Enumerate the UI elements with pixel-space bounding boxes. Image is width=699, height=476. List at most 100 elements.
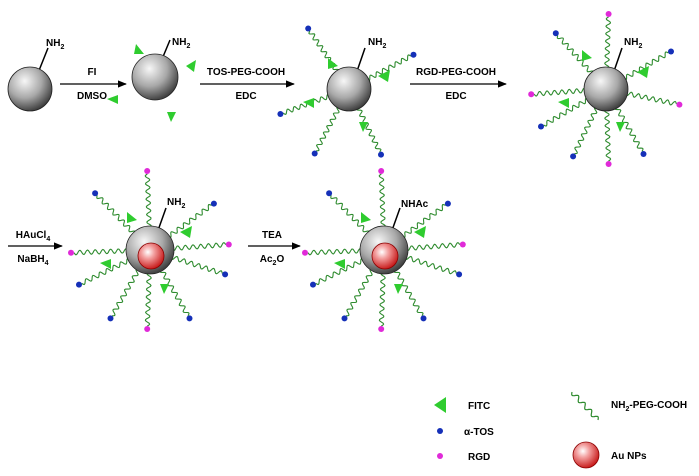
particle-tos-peg: NH2 <box>277 25 417 158</box>
arrow-1-bottom-label: DMSO <box>77 91 107 102</box>
legend-tos: α-TOS <box>437 427 494 438</box>
au-nanoparticle <box>137 242 165 270</box>
au-np-icon <box>572 441 600 469</box>
rgd-dot <box>605 161 612 167</box>
peg-chain <box>543 97 589 127</box>
tos-dot <box>552 30 559 37</box>
rgd-dot <box>302 249 308 256</box>
legend-rgd-label: RGD <box>468 452 490 463</box>
peg-chain <box>171 241 227 252</box>
reaction-arrow-5: TEA Ac2O <box>248 230 301 267</box>
peg-chain <box>144 271 152 327</box>
rgd-dot <box>676 101 683 108</box>
reaction-arrow-4: HAuCl4 NaBH4 <box>8 230 63 267</box>
rgd-dot <box>144 326 151 332</box>
rgd-dot <box>68 249 74 256</box>
legend: FITC α-TOS RGD NH2-PEG-COOH Au NPs <box>434 391 687 469</box>
peg-chain <box>405 241 461 252</box>
tos-dot <box>210 200 217 207</box>
legend-au: Au NPs <box>572 441 647 469</box>
tos-dot-icon <box>437 428 443 434</box>
fitc-markers <box>558 50 649 132</box>
arrow-2-bottom-label: EDC <box>235 91 256 102</box>
legend-tos-label: α-TOS <box>464 427 494 438</box>
peg-chain <box>167 204 212 239</box>
acetyl-label: NHAc <box>401 199 429 210</box>
tos-dot <box>305 25 312 32</box>
peg-chain <box>404 255 457 275</box>
rgd-dot <box>528 91 535 98</box>
arrow-3-bottom-label: EDC <box>445 91 466 102</box>
tos-dot <box>311 150 318 157</box>
peg-chain <box>625 91 677 106</box>
arrow-1-top-label: FI <box>88 67 97 78</box>
fitc-markers <box>100 212 192 294</box>
particle-bare: NH2 <box>7 38 64 112</box>
peg-chain <box>604 16 611 70</box>
peg-chain <box>307 247 363 256</box>
rgd-dot <box>378 168 385 174</box>
peg-chain <box>315 257 365 286</box>
peg-chain-icon <box>571 391 599 421</box>
tos-dot <box>444 200 451 207</box>
peg-chain <box>378 271 386 327</box>
reaction-arrow-2: TOS-PEG-COOH EDC <box>200 67 295 102</box>
fitc-markers <box>334 212 426 294</box>
rgd-dot <box>459 241 466 248</box>
arrow-4-top-label: HAuCl4 <box>16 230 51 243</box>
tos-dot <box>107 315 114 322</box>
legend-peg: NH2-PEG-COOH <box>571 391 687 421</box>
rgd-dot <box>605 11 612 17</box>
peg-chain <box>623 51 669 81</box>
particle-fitc: NH2 <box>107 37 196 122</box>
tos-dot <box>668 48 674 55</box>
amine-label: NH2 <box>167 197 185 210</box>
legend-fitc: FITC <box>434 397 490 413</box>
legend-au-label: Au NPs <box>611 451 647 462</box>
tos-dot <box>310 281 316 288</box>
peg-chain <box>330 195 370 235</box>
peg-chain <box>346 268 373 317</box>
arrow-3-top-label: RGD-PEG-COOH <box>416 67 496 78</box>
tos-dot <box>410 51 417 58</box>
amine-label: NH2 <box>624 37 642 50</box>
tos-dot <box>222 271 229 278</box>
peg-chain <box>401 204 446 239</box>
rgd-dot <box>225 241 232 248</box>
peg-chain <box>533 87 587 97</box>
arrow-5-top-label: TEA <box>262 230 282 241</box>
legend-fitc-label: FITC <box>468 401 490 412</box>
peg-chain <box>355 106 382 153</box>
peg-chain <box>393 268 424 317</box>
peg-chain <box>366 54 412 82</box>
peg-chain <box>170 255 223 275</box>
peg-chain <box>282 93 331 116</box>
tos-dot <box>538 123 544 130</box>
peg-chain <box>315 106 340 152</box>
tos-dot <box>186 315 193 322</box>
tos-dot <box>378 151 384 158</box>
fitc-markers <box>107 44 196 122</box>
au-nanoparticle <box>371 242 399 270</box>
peg-chain <box>556 35 594 75</box>
tos-dot <box>326 190 333 197</box>
peg-chain <box>603 108 612 162</box>
peg-chain <box>144 173 153 229</box>
peg-chain <box>574 106 598 155</box>
peg-chain <box>159 268 190 317</box>
amine-label: NH2 <box>172 37 190 50</box>
tos-dot <box>76 281 82 288</box>
reaction-arrow-1: FI DMSO <box>60 67 127 102</box>
fitc-icon <box>434 397 446 413</box>
tos-dot <box>570 153 577 160</box>
fitc-markers <box>303 58 390 132</box>
peg-chain <box>81 257 131 286</box>
rgd-dot-icon <box>437 453 443 459</box>
amine-label: NH2 <box>368 37 386 50</box>
arrow-2-top-label: TOS-PEG-COOH <box>207 67 285 78</box>
peg-chain <box>614 106 644 152</box>
peg-chain <box>96 195 136 235</box>
rgd-dot <box>378 326 385 332</box>
peg-chain <box>112 268 139 317</box>
